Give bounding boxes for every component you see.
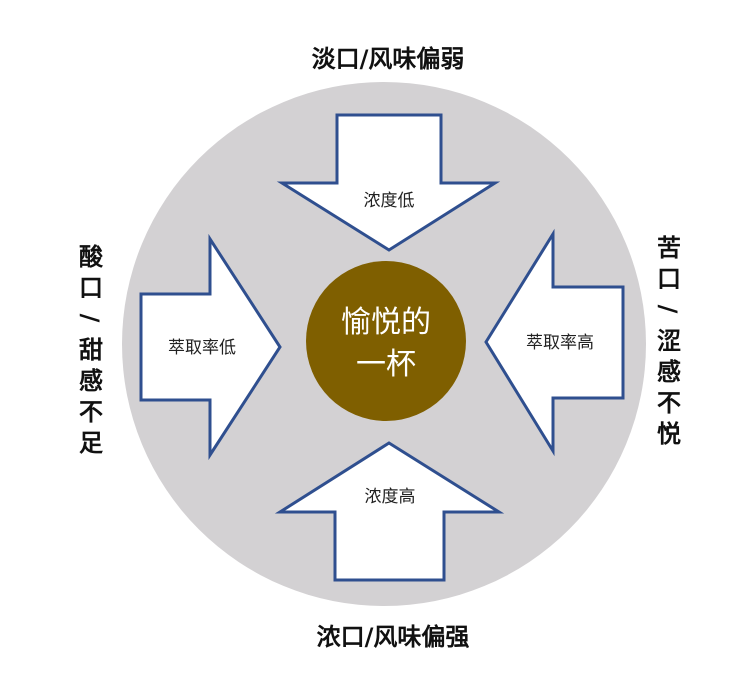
label-right-char: 口 bbox=[657, 265, 681, 293]
label-right-char: 苦 bbox=[657, 234, 681, 262]
arrow-right-label: 萃取率高 bbox=[526, 333, 594, 353]
arrow-right bbox=[484, 228, 625, 457]
label-left-char: 酸 bbox=[79, 243, 104, 271]
arrow-left bbox=[139, 233, 282, 461]
arrow-bottom-label: 浓度高 bbox=[365, 487, 416, 507]
label-right-char: 悦 bbox=[657, 420, 681, 448]
label-right-char: 涩 bbox=[657, 327, 681, 355]
center-label-line2: 一杯 bbox=[356, 347, 416, 382]
label-left-char: 口 bbox=[79, 274, 103, 302]
center-circle bbox=[306, 261, 466, 421]
label-right-char: 感 bbox=[657, 358, 681, 386]
arrow-left-label: 萃取率低 bbox=[168, 338, 236, 358]
label-left-char: 不 bbox=[79, 398, 103, 426]
label-left-char: 足 bbox=[79, 429, 103, 457]
label-top: 淡口/风味偏弱 bbox=[312, 45, 465, 73]
label-right-char: / bbox=[654, 305, 682, 314]
label-right-char: 不 bbox=[657, 389, 681, 417]
arrow-top-label: 浓度低 bbox=[364, 191, 415, 211]
label-left-char: / bbox=[76, 314, 104, 323]
center-label-line1: 愉悦的 bbox=[341, 305, 431, 340]
label-left-char: 感 bbox=[79, 367, 103, 395]
arrow-top bbox=[276, 113, 501, 252]
label-left-char: 甜 bbox=[79, 336, 103, 364]
label-bottom: 浓口/风味偏强 bbox=[317, 623, 470, 651]
arrow-bottom bbox=[274, 441, 505, 582]
